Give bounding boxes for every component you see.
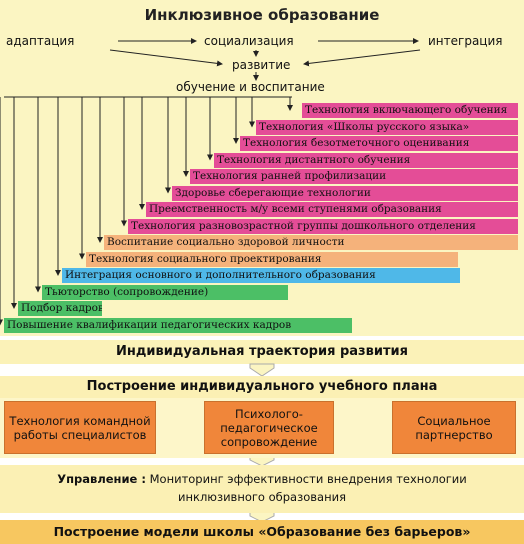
technology-bar-11: Интеграция основного и дополнительного о… — [62, 268, 460, 283]
technology-bar-6: Здоровье сберегающие технологии — [172, 185, 518, 201]
term-development: развитие — [232, 58, 291, 72]
technology-bar-4: Технология дистантного обучения — [214, 152, 518, 168]
management-text-1: Мониторинг эффективности внедрения техно… — [145, 472, 467, 486]
technology-bar-10: Технология социального проектирования — [86, 251, 458, 267]
technology-bar-7: Преемственность м/у всеми ступенями обра… — [146, 202, 518, 217]
arrow-to-development-right — [303, 49, 421, 67]
arrow-to-development-left — [109, 49, 223, 67]
box-psych-support: Психолого-педагогическое сопровождение — [204, 401, 334, 454]
diagram-title: Инклюзивное образование — [144, 6, 380, 24]
management-label: Управление : — [57, 472, 146, 486]
management-band: Управление : Мониторинг эффективности вн… — [0, 465, 524, 513]
term-education: обучение и воспитание — [176, 80, 325, 94]
technology-bar-12: Тьюторство (сопровождение) — [42, 284, 288, 300]
technology-bar-3: Технология безотметочного оценивания — [240, 136, 518, 151]
stair-connectors — [0, 97, 293, 326]
term-socialization: социализация — [204, 34, 294, 48]
technology-bar-9: Воспитание социально здоровой личности — [104, 235, 518, 250]
technology-bar-1: Технология включающего обучения — [302, 103, 518, 118]
trajectory-band: Индивидуальная траектория развития — [0, 340, 524, 364]
management-text-2: инклюзивного образования — [178, 490, 346, 504]
box-team-work: Технология командной работы специалистов — [4, 401, 156, 454]
technology-bar-8: Технология разновозрастной группы дошкол… — [128, 218, 518, 234]
plan-band: Построение индивидуального учебного план… — [0, 376, 524, 398]
technology-bar-14: Повышение квалификации педагогических ка… — [4, 317, 352, 333]
technology-bar-5: Технология ранней профилизации — [190, 169, 518, 184]
connector-arrows — [0, 38, 421, 326]
model-band: Построение модели школы «Образование без… — [0, 520, 524, 544]
term-integration: интеграция — [428, 34, 503, 48]
technology-bar-2: Технология «Школы русского языка» — [256, 119, 518, 135]
technology-bar-13: Подбор кадров — [18, 301, 102, 316]
term-adaptation: адаптация — [6, 34, 75, 48]
box-social-partnership: Социальное партнерство — [392, 401, 516, 454]
